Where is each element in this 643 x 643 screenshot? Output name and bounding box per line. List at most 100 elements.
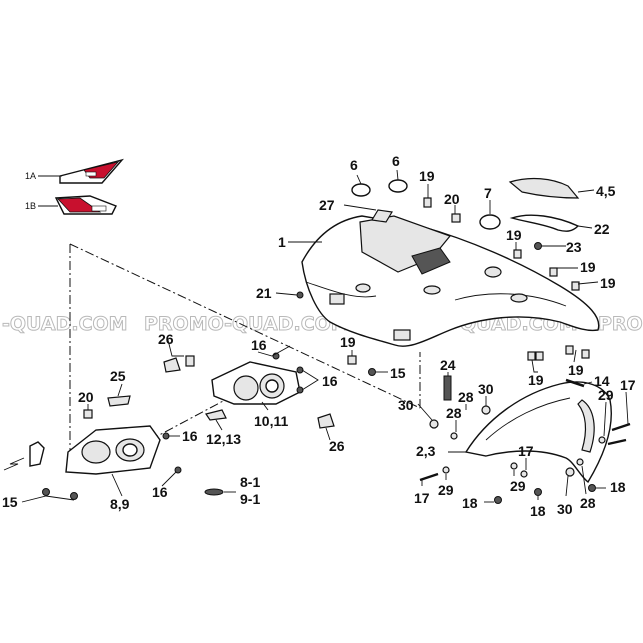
callout-labels: 1 6 6 7 27 19 20 4,5 22 23 19 19 19 21 1… [2, 153, 636, 519]
leader-16-housing-top [257, 345, 291, 357]
callout-20-left: 20 [78, 389, 94, 405]
bulb-8-1 [204, 488, 224, 496]
washer-29-mid [510, 462, 518, 470]
leader-19-lower-right [573, 349, 577, 363]
headlight-housing [107, 352, 335, 429]
headlamp-body [65, 425, 161, 475]
nut-17-mid [520, 470, 528, 478]
callout-14: 14 [594, 373, 610, 389]
callout-24: 24 [440, 357, 456, 373]
callout-28-left: 28 [446, 405, 462, 421]
callout-19-lower: 19 [528, 372, 544, 388]
leader-lines [21, 169, 629, 503]
bracket-25 [107, 395, 131, 407]
decal-1b-window [91, 205, 107, 212]
assembly-line-diagonal [69, 243, 421, 409]
callout-18-left: 18 [462, 495, 478, 511]
hardware-right [419, 375, 631, 504]
leader-10-11 [261, 401, 269, 411]
callout-16-lamp-b: 16 [152, 484, 168, 500]
front-fender-hole-right [510, 293, 528, 303]
clip-19-lower-b [535, 351, 544, 361]
callout-6-left: 6 [350, 157, 358, 173]
callout-28-bottom: 28 [580, 495, 596, 511]
callout-16-housing-top: 16 [251, 337, 267, 353]
decal-1a-window [85, 171, 97, 177]
headlamp-lens-left [81, 440, 111, 464]
callout-29-right: 29 [598, 387, 614, 403]
watermark-text-4: PRO [598, 313, 643, 335]
rod-14 [565, 378, 585, 388]
headlamp-lens-right-core [122, 443, 138, 457]
clip-19-lower-c [565, 345, 574, 355]
screw-15-right [70, 492, 78, 500]
label-1b: 1B [25, 201, 36, 211]
callout-29-mid: 29 [510, 478, 526, 494]
seal-7-seat [484, 266, 502, 278]
side-fender-body [464, 381, 612, 484]
clip-19-left [347, 355, 357, 365]
cap-6-left [351, 183, 371, 197]
screw-18-right [588, 484, 596, 492]
front-fender-hole-center [423, 285, 441, 295]
leader-28-bottom [581, 465, 587, 495]
callout-19-right-b: 19 [600, 275, 616, 291]
callout-30-bottom: 30 [557, 501, 573, 517]
callout-17-mid: 17 [518, 443, 534, 459]
leader-29-right [603, 401, 607, 437]
side-fender-inner-line [485, 397, 571, 441]
clip-19-top [423, 197, 432, 208]
callout-22: 22 [594, 221, 610, 237]
nut-30-top [481, 405, 491, 415]
callout-18-mid: 18 [530, 503, 546, 519]
leader-15-lamp [21, 495, 75, 503]
callout-28-top: 28 [458, 389, 474, 405]
screw-16-housing-b [296, 366, 304, 374]
washer-28-left [450, 432, 458, 440]
leader-14 [583, 381, 593, 385]
callout-9-1: 9-1 [240, 491, 260, 507]
leader-25 [117, 383, 123, 397]
watermark-text-2: PROMO-QUAD.COM [144, 313, 350, 335]
clip-19-right-a [549, 267, 558, 277]
leader-6a [356, 174, 362, 185]
callout-30-top: 30 [478, 381, 494, 397]
decal-1b-red-stripe [57, 197, 102, 213]
headlight-bowl-right-core [265, 379, 279, 393]
headlamp-wire [3, 457, 25, 471]
screw-18-left [494, 496, 502, 504]
washer-29-left [442, 466, 450, 474]
callout-19-lower-right: 19 [568, 362, 584, 378]
screw-15-center [368, 368, 376, 376]
callout-20-top: 20 [444, 191, 460, 207]
callout-6-right: 6 [392, 153, 400, 169]
leader-30-left [417, 403, 433, 421]
side-fender [464, 381, 612, 484]
screw-23 [534, 242, 542, 250]
leader-27 [343, 204, 377, 211]
callout-17-right: 17 [620, 377, 636, 393]
callout-29-left: 29 [438, 482, 454, 498]
clip-19-right-b [571, 281, 580, 291]
callout-19-right-a: 19 [580, 259, 596, 275]
watermark: -QUAD.COM PROMO-QUAD.COM PROMO-QUAD.COM … [2, 313, 643, 336]
callout-25: 25 [110, 368, 126, 384]
leader-8-9 [111, 473, 123, 497]
lens-4-5 [508, 177, 580, 199]
leader-19-right-b [577, 281, 599, 285]
callout-26-left: 26 [158, 331, 174, 347]
callout-2-3: 2,3 [416, 443, 436, 459]
callout-17-left: 17 [414, 490, 430, 506]
leader-19-lower [531, 359, 538, 373]
callout-16-lamp-a: 16 [182, 428, 198, 444]
headlamp-connector [29, 441, 45, 467]
callout-12-13: 12,13 [206, 431, 241, 447]
callout-19-left: 19 [340, 334, 356, 350]
decal-1b: 1B [25, 195, 117, 215]
decal-1a: 1A [25, 158, 125, 184]
washer-29-right [598, 436, 606, 444]
bolt-17-right-b [607, 438, 627, 446]
callout-15-center: 15 [390, 365, 406, 381]
clip-20-left [83, 409, 93, 419]
